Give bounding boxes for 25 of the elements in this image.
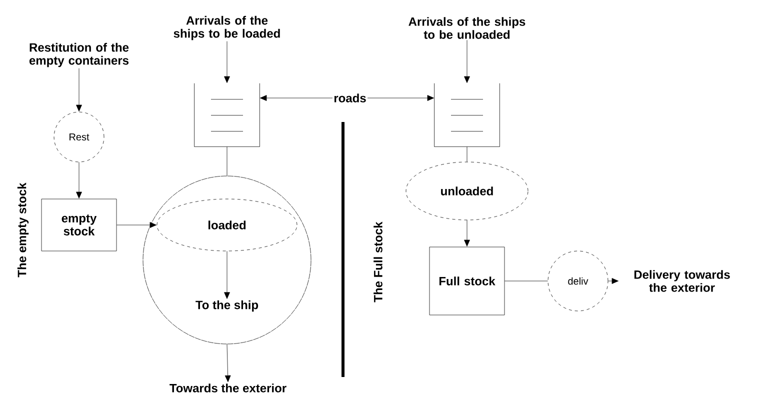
flow-text: Delivery towards the exterior [634, 270, 730, 292]
stock-box: empty stock [41, 198, 117, 252]
circle [142, 176, 312, 344]
arrow [224, 41, 230, 83]
heading-text: Restitution of the empty containers [29, 42, 129, 68]
arrow [260, 95, 333, 101]
flow-text: Towards the exterior [170, 384, 286, 392]
queue-drawing [434, 83, 500, 147]
side-label: The empty stock [17, 182, 29, 278]
arrow [367, 95, 434, 101]
stock-box: Full stock [429, 246, 505, 316]
flow-text: To the ship [196, 300, 258, 312]
heading-text: Arrivals of the ships to be unloaded [408, 17, 526, 39]
queue-drawing [194, 83, 260, 147]
arrow [116, 222, 156, 228]
arrow [224, 251, 230, 299]
road-text: roads [334, 94, 366, 102]
arrow [464, 220, 470, 246]
arrow [464, 40, 470, 83]
side-label: The Full stock [374, 222, 382, 302]
arrow [608, 278, 618, 284]
arrow [76, 68, 82, 112]
arrow [76, 162, 82, 198]
heading-text: Arrivals of the ships to be loaded [174, 16, 280, 40]
arrow [224, 344, 231, 382]
